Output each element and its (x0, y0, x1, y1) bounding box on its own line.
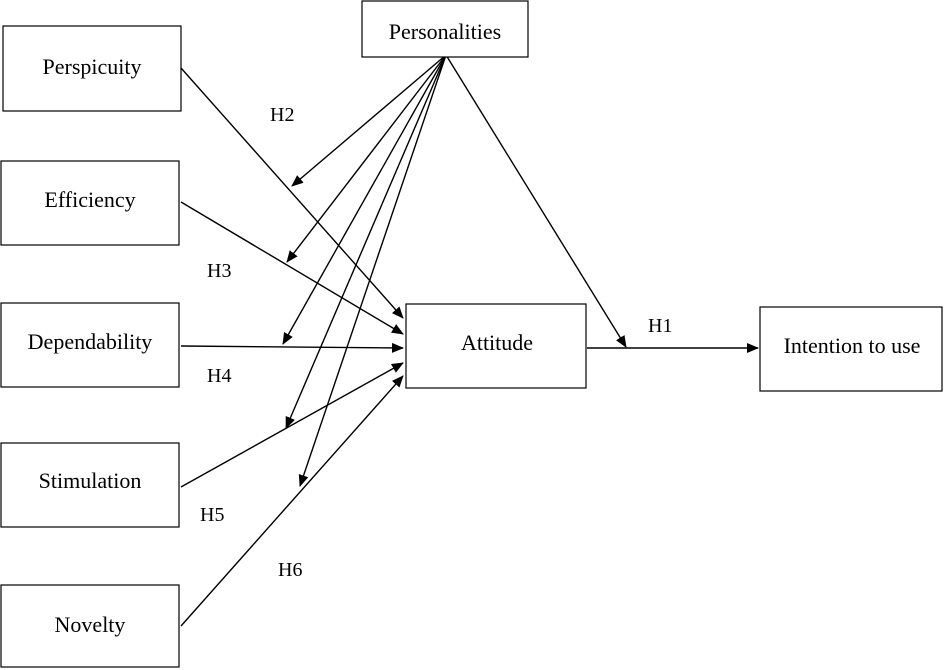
hypothesis-label-h1: H1 (648, 315, 672, 337)
edge-novelty-attitude (180, 375, 404, 627)
node-intention-label: Intention to use (784, 333, 921, 358)
node-stimulation: Stimulation (0, 442, 180, 528)
node-efficiency: Efficiency (0, 160, 180, 246)
hypothesis-label-h4: H4 (207, 365, 231, 387)
node-personalities: Personalities (361, 0, 529, 58)
node-intention-to-use: Intention to use (759, 306, 943, 392)
edge-dependability-attitude (180, 342, 404, 353)
node-novelty: Novelty (0, 584, 180, 668)
edge-personalities-h2 (291, 54, 447, 187)
node-attitude-label: Attitude (461, 330, 533, 355)
edge-personalities-h3 (286, 54, 447, 263)
node-dependability: Dependability (0, 302, 180, 388)
hypothesis-label-h2: H2 (270, 104, 294, 126)
edge-efficiency-attitude (180, 201, 404, 335)
node-personalities-label: Personalities (389, 19, 501, 44)
edge-personalities-h1 (445, 54, 627, 348)
hypothesis-label-h6: H6 (278, 559, 302, 581)
node-efficiency-label: Efficiency (44, 187, 135, 212)
node-stimulation-label: Stimulation (39, 468, 142, 493)
edge-perspicuity-attitude (180, 67, 404, 319)
node-perspicuity: Perspicuity (2, 25, 182, 112)
edge-personalities-h5 (285, 54, 447, 429)
hypothesis-label-h3: H3 (207, 260, 231, 282)
edge-personalities-h6 (298, 54, 447, 487)
hypothesis-label-h5: H5 (200, 504, 224, 526)
edge-personalities-h4 (282, 54, 447, 345)
node-perspicuity-label: Perspicuity (43, 54, 142, 79)
node-attitude: Attitude (405, 303, 587, 389)
node-novelty-label: Novelty (55, 612, 126, 637)
node-dependability-label: Dependability (28, 329, 153, 354)
